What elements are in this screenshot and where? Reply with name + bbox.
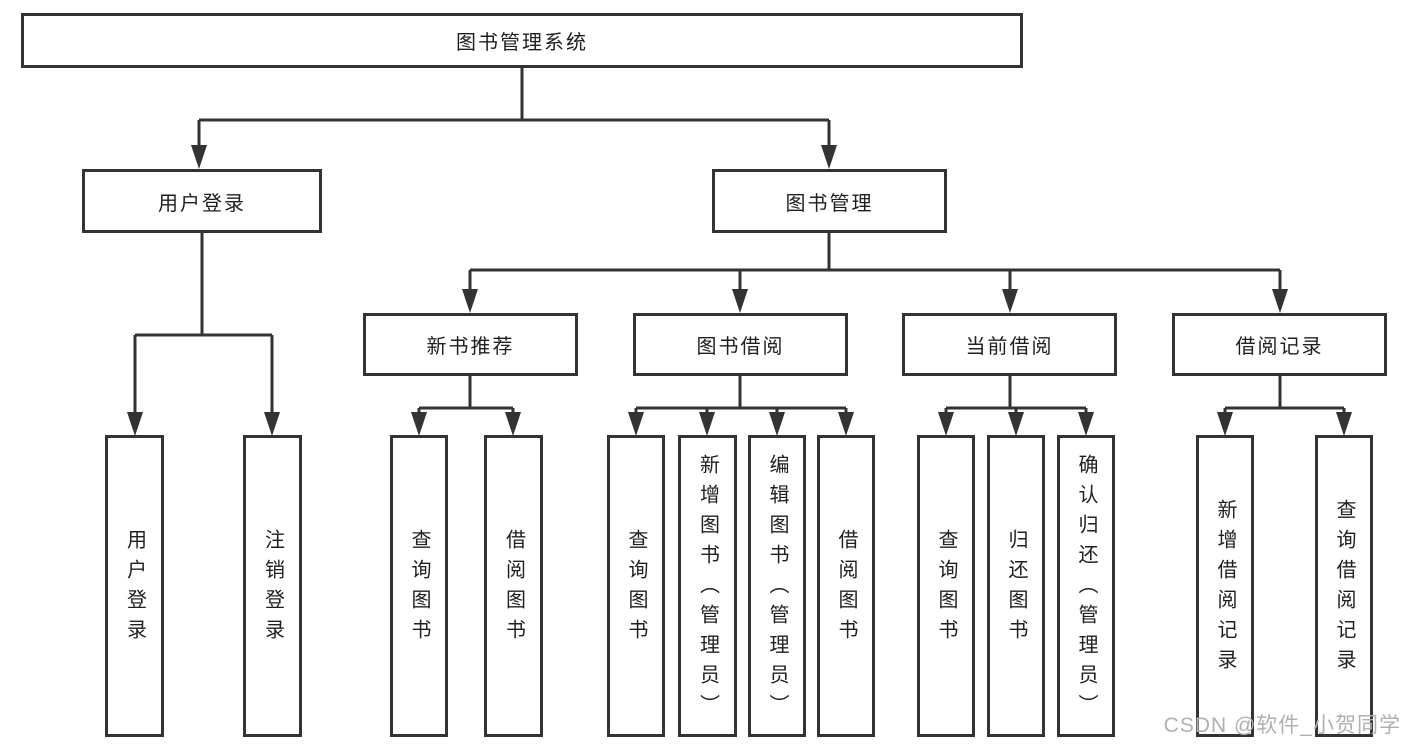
arrowheads: [127, 145, 1352, 436]
leaf-query-books-borrow: 查询图书: [607, 435, 665, 737]
leaf-borrow-books-recommend: 借阅图书: [484, 435, 543, 737]
node-current-borrow: 当前借阅: [902, 313, 1117, 376]
leaf-query-borrow-record: 查询借阅记录: [1315, 435, 1373, 737]
node-borrow-records: 借阅记录: [1172, 313, 1387, 376]
node-book-management: 图书管理: [712, 169, 947, 233]
leaf-query-books-current: 查询图书: [917, 435, 975, 737]
leaf-user-login: 用户登录: [105, 435, 164, 737]
leaf-edit-book-admin: 编辑图书（管理员）: [748, 435, 806, 737]
leaf-add-book-admin: 新增图书（管理员）: [678, 435, 737, 737]
leaf-return-book: 归还图书: [987, 435, 1045, 737]
leaf-confirm-return-admin: 确认归还（管理员）: [1057, 435, 1115, 737]
node-root-library-system: 图书管理系统: [21, 13, 1023, 68]
leaf-query-books-recommend: 查询图书: [390, 435, 448, 737]
leaf-borrow-books: 借阅图书: [817, 435, 875, 737]
leaf-add-borrow-record: 新增借阅记录: [1196, 435, 1254, 737]
leaf-logout: 注销登录: [243, 435, 302, 737]
node-user-login: 用户登录: [82, 169, 322, 233]
node-new-book-recommend: 新书推荐: [363, 313, 578, 376]
node-book-borrow: 图书借阅: [633, 313, 848, 376]
watermark: CSDN @软件_小贺同学: [1163, 714, 1401, 737]
